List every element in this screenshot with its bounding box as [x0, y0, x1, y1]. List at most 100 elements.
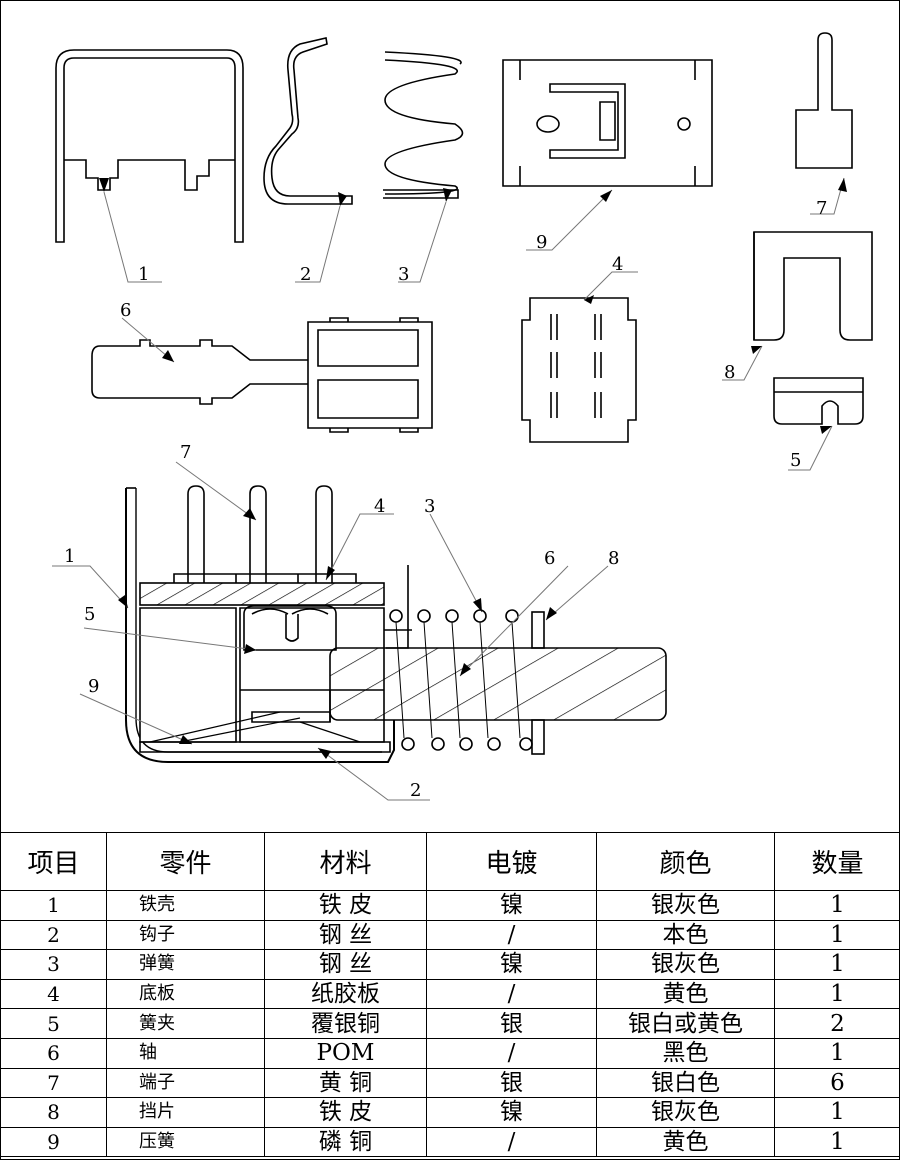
assembly-callout-3: 3: [424, 496, 435, 517]
cell-item-no: 1: [0, 890, 107, 921]
cell-part: 轴: [106, 1037, 265, 1069]
cell-material: 钢 丝: [264, 949, 427, 980]
callout-8: 8: [724, 362, 735, 383]
cell-material: 铁 皮: [264, 890, 427, 921]
callout-5: 5: [790, 450, 801, 471]
cell-quantity: 6: [774, 1067, 900, 1099]
callout-1: 1: [138, 264, 149, 285]
cell-color: 银灰色: [596, 1097, 775, 1128]
cell-part: 挡片: [106, 1097, 265, 1128]
part-4-base: [521, 297, 637, 443]
cell-plating: /: [426, 1037, 597, 1069]
cell-item-no: 7: [0, 1067, 107, 1099]
cell-item-no: 9: [0, 1126, 107, 1158]
cell-material: 钢 丝: [264, 919, 427, 951]
cell-part: 弹簧: [106, 949, 265, 980]
cell-item-no: 6: [0, 1037, 107, 1069]
cell-part: 钩子: [106, 919, 265, 951]
cell-plating: 镍: [426, 890, 597, 921]
cell-part: 铁壳: [106, 890, 265, 921]
header-color: 颜色: [596, 832, 775, 891]
cell-material: 覆银铜: [264, 1008, 427, 1039]
assembly-callout-4: 4: [374, 496, 385, 517]
cell-part: 簧夹: [106, 1008, 265, 1039]
cell-plating: 镍: [426, 949, 597, 980]
cell-part: 底板: [106, 978, 265, 1010]
assembly-callout-2: 2: [410, 780, 421, 801]
cell-part: 端子: [106, 1067, 265, 1099]
header-plating: 电镀: [426, 832, 597, 891]
cell-color: 银灰色: [596, 949, 775, 980]
assembly-callout-7: 7: [180, 442, 191, 463]
cell-plating: /: [426, 919, 597, 951]
header-part: 零件: [106, 832, 265, 891]
assembly-callout-6: 6: [544, 548, 555, 569]
cell-quantity: 1: [774, 890, 900, 921]
cell-material: 铁 皮: [264, 1097, 427, 1128]
cell-color: 银白色: [596, 1067, 775, 1099]
assembly-section: [125, 485, 667, 763]
cell-quantity: 1: [774, 1126, 900, 1158]
cell-plating: /: [426, 978, 597, 1010]
cell-material: 磷 铜: [264, 1126, 427, 1158]
callout-9: 9: [536, 232, 547, 253]
part-6-shaft: [91, 317, 433, 433]
header-material: 材料: [264, 832, 427, 891]
cell-quantity: 1: [774, 949, 900, 980]
header-quantity: 数量: [774, 832, 900, 891]
parts-drawing: 1 2 3 9 7 6 4 8 5 7 4 3 6 8 1 5 9 2: [52, 32, 873, 801]
assembly-callout-9: 9: [88, 676, 99, 697]
part-2-hook: [263, 37, 353, 205]
callout-3: 3: [398, 264, 409, 285]
assembly-callout-8: 8: [608, 548, 619, 569]
part-9-plate: [502, 59, 713, 187]
cell-color: 银灰色: [596, 890, 775, 921]
part-1-shell: [55, 49, 244, 243]
part-7-terminal: [795, 32, 853, 169]
cell-item-no: 8: [0, 1097, 107, 1128]
assembly-callout-1: 1: [64, 546, 75, 567]
callout-4: 4: [612, 254, 623, 275]
cell-quantity: 1: [774, 1037, 900, 1069]
cell-quantity: 2: [774, 1008, 900, 1039]
callout-7: 7: [816, 198, 827, 219]
cell-item-no: 5: [0, 1008, 107, 1039]
cell-material: POM: [264, 1037, 427, 1069]
assembly-callout-5: 5: [84, 604, 95, 625]
cell-quantity: 1: [774, 1097, 900, 1128]
cell-material: 黄 铜: [264, 1067, 427, 1099]
cell-color: 黄色: [596, 1126, 775, 1158]
cell-plating: /: [426, 1126, 597, 1158]
callout-6: 6: [120, 300, 131, 321]
table-header-row: 项目 零件 材料 电镀 颜色 数量: [0, 832, 900, 891]
cell-color: 黄色: [596, 978, 775, 1010]
part-8-stop: [753, 231, 873, 341]
cell-color: 黑色: [596, 1037, 775, 1069]
cell-quantity: 1: [774, 919, 900, 951]
cell-plating: 镍: [426, 1097, 597, 1128]
cell-quantity: 1: [774, 978, 900, 1010]
cell-item-no: 2: [0, 919, 107, 951]
cell-material: 纸胶板: [264, 978, 427, 1010]
cell-color: 本色: [596, 919, 775, 951]
part-5-clip: [773, 377, 864, 425]
cell-plating: 银: [426, 1008, 597, 1039]
cell-part: 压簧: [106, 1126, 265, 1158]
part-3-spring: [383, 51, 464, 199]
callout-2: 2: [300, 264, 311, 285]
cell-color: 银白或黄色: [596, 1008, 775, 1039]
cell-item-no: 4: [0, 978, 107, 1010]
cell-plating: 银: [426, 1067, 597, 1099]
header-item-no: 项目: [0, 832, 107, 891]
